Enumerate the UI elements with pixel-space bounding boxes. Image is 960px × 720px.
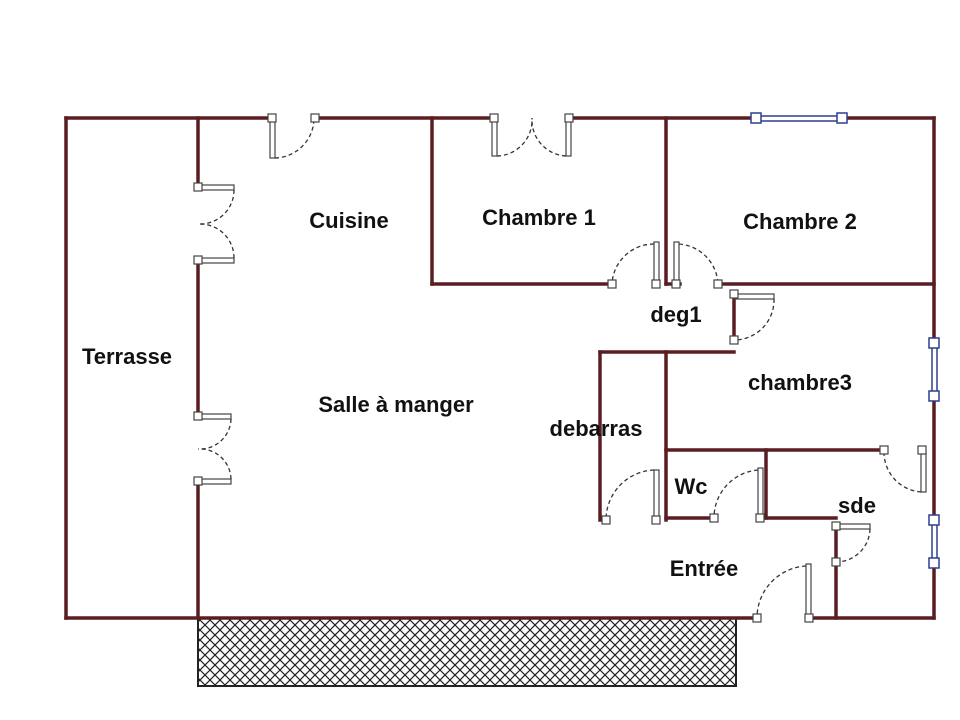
door-salle-terrasse <box>193 411 232 486</box>
door-deg1-chambre3 <box>729 289 775 345</box>
hatched-exterior-area <box>197 617 737 687</box>
door-chambre1-deg1 <box>607 241 661 289</box>
label-sde: sde <box>838 493 876 518</box>
door-cuisine-top <box>267 113 320 159</box>
walls <box>64 116 936 620</box>
window-chambre2 <box>750 112 848 124</box>
windows <box>750 112 940 569</box>
label-chambre2: Chambre 2 <box>743 209 857 234</box>
label-entree: Entrée <box>670 556 738 581</box>
door-chambre2-deg1 <box>671 241 723 289</box>
label-chambre1: Chambre 1 <box>482 205 596 230</box>
door-sde-entree <box>831 521 871 567</box>
label-deg1: deg1 <box>650 302 701 327</box>
label-salle-a-manger: Salle à manger <box>318 392 474 417</box>
label-cuisine: Cuisine <box>309 208 388 233</box>
window-sde <box>928 514 940 569</box>
doors <box>193 113 927 623</box>
door-chambre1-double <box>489 113 574 157</box>
label-terrasse: Terrasse <box>82 344 172 369</box>
label-wc: Wc <box>675 474 708 499</box>
door-wc <box>709 467 765 523</box>
label-debarras: debarras <box>550 416 643 441</box>
window-chambre3 <box>928 337 940 402</box>
door-sde-chambre3 <box>879 445 927 493</box>
door-cuisine-terrasse <box>193 182 235 265</box>
door-debarras <box>601 469 661 525</box>
label-chambre3: chambre3 <box>748 370 852 395</box>
door-entree <box>752 563 814 623</box>
room-labels: Terrasse Cuisine Salle à manger Chambre … <box>82 205 876 581</box>
